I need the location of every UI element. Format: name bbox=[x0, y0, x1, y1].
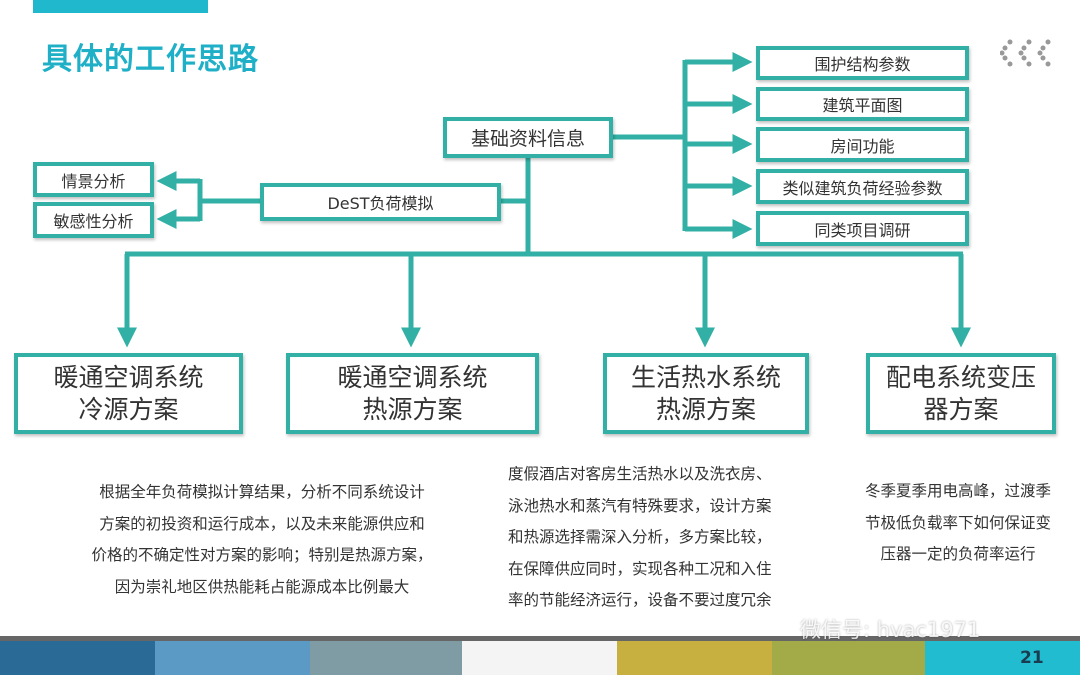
nav-chevrons-icon bbox=[1000, 39, 1051, 67]
footer-divider bbox=[0, 636, 1080, 641]
text-line: 和热源选择需深入分析，多方案比较， bbox=[508, 528, 772, 546]
hot-water-description: 度假酒店对客房生活热水以及洗衣房、 泳池热水和蒸汽有特殊要求，设计方案 和热源选… bbox=[508, 459, 828, 623]
footer-stripe bbox=[462, 641, 617, 675]
analysis-node: 情景分析 bbox=[33, 162, 154, 197]
text-line: 价格的不确定性对方案的影响；特别是热源方案， bbox=[91, 546, 433, 564]
scheme-node: 配电系统变压器方案 bbox=[866, 353, 1056, 434]
footer-stripe bbox=[617, 641, 772, 675]
input-node: 同类项目调研 bbox=[756, 211, 969, 246]
input-node: 建筑平面图 bbox=[756, 87, 969, 121]
scheme-line: 热源方案 bbox=[362, 394, 463, 424]
scheme-node: 暖通空调系统热源方案 bbox=[286, 353, 539, 434]
footer-stripe bbox=[155, 641, 310, 675]
scheme-node: 生活热水系统热源方案 bbox=[603, 353, 809, 434]
analysis-node: 敏感性分析 bbox=[33, 202, 154, 238]
page-number: 21 bbox=[1020, 648, 1044, 668]
scheme-line: 生活热水系统 bbox=[630, 362, 781, 392]
scheme-line: 冷源方案 bbox=[78, 394, 179, 424]
root-node: 基础资料信息 bbox=[443, 117, 613, 158]
top-accent-bar bbox=[33, 0, 208, 13]
text-line: 泳池热水和蒸汽有特殊要求，设计方案 bbox=[508, 496, 772, 515]
scheme-line: 配电系统变压 bbox=[885, 362, 1036, 392]
text-line: 率的节能经济运行，设备不要过度冗余 bbox=[508, 591, 772, 609]
scheme-line: 暖通空调系统 bbox=[53, 362, 204, 392]
text-line: 方案的初投资和运行成本，以及未来能源供应和 bbox=[99, 514, 425, 533]
input-node: 类似建筑负荷经验参数 bbox=[756, 169, 969, 204]
footer-stripe bbox=[310, 641, 462, 675]
scheme-line: 器方案 bbox=[923, 394, 999, 424]
watermark: 微信号: hvac1971 bbox=[800, 618, 981, 642]
page-title: 具体的工作思路 bbox=[42, 42, 259, 77]
footer-stripe bbox=[772, 641, 925, 675]
footer-stripe bbox=[0, 641, 155, 675]
text-line: 因为崇礼地区供热能耗占能源成本比例最大 bbox=[114, 577, 410, 596]
power-description: 冬季夏季用电高峰，过渡季 节极低负载率下如何保证变 压器一定的负荷率运行 bbox=[830, 476, 1080, 571]
text-line: 冬季夏季用电高峰，过渡季 bbox=[864, 482, 1051, 500]
text-line: 压器一定的负荷率运行 bbox=[880, 545, 1036, 563]
text-line: 节极低负载率下如何保证变 bbox=[864, 513, 1051, 532]
text-line: 在保障供应同时，实现各种工况和入住 bbox=[508, 559, 772, 578]
simulation-node: DeST负荷模拟 bbox=[260, 183, 501, 221]
footer-stripe bbox=[925, 641, 1080, 675]
hvac-description: 根据全年负荷模拟计算结果，分析不同系统设计 方案的初投资和运行成本，以及未来能源… bbox=[62, 477, 462, 603]
text-line: 度假酒店对客房生活热水以及洗衣房、 bbox=[508, 465, 772, 483]
scheme-node: 暖通空调系统冷源方案 bbox=[14, 353, 243, 434]
text-line: 根据全年负荷模拟计算结果，分析不同系统设计 bbox=[99, 483, 425, 501]
input-node: 房间功能 bbox=[756, 127, 969, 162]
scheme-line: 热源方案 bbox=[655, 394, 756, 424]
scheme-line: 暖通空调系统 bbox=[337, 362, 488, 392]
input-node: 围护结构参数 bbox=[756, 46, 969, 80]
